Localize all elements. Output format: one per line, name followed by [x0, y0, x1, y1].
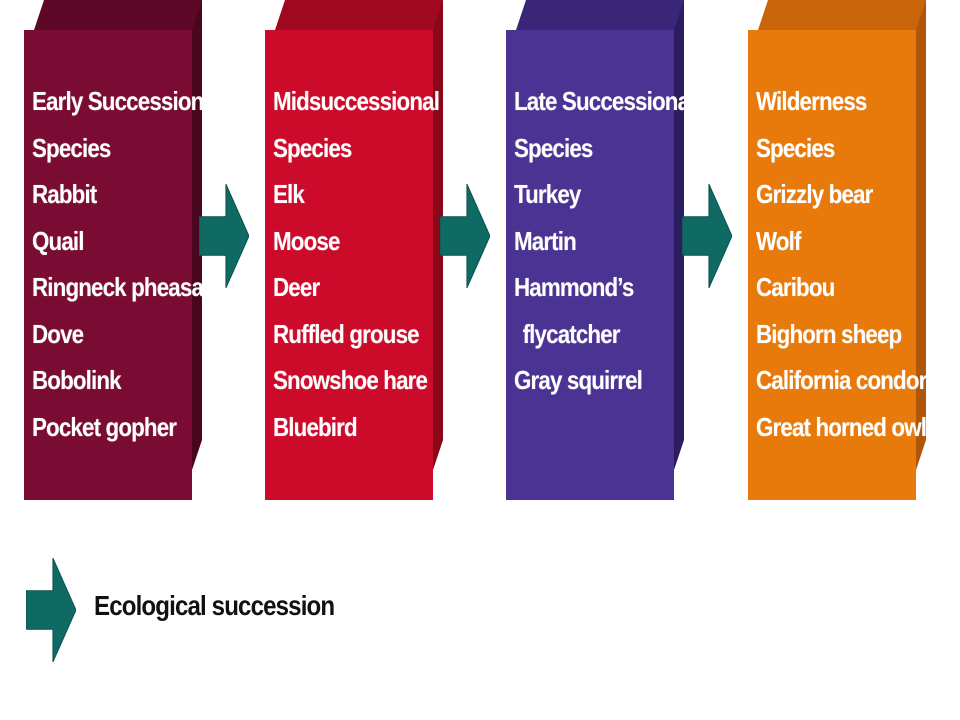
stage-title-line: Late Successional — [514, 86, 695, 116]
species-item: Moose — [273, 225, 340, 256]
species-item: Martin — [514, 225, 577, 256]
stage-title-line: Species — [273, 132, 352, 163]
stage-title-line: Species — [756, 132, 835, 163]
stage-box-side-face — [674, 0, 684, 470]
species-item: Dove — [32, 318, 84, 349]
species-item: Hammond’s — [514, 272, 634, 302]
species-item: Bighorn sheep — [756, 318, 902, 349]
species-item: Bluebird — [273, 411, 358, 442]
species-item: Deer — [273, 272, 320, 302]
species-item: Bobolink — [32, 365, 122, 395]
species-item: Ruffled grouse — [273, 318, 420, 349]
stage-title-line: Early Successional — [32, 86, 221, 116]
stage-box-top-face — [34, 0, 202, 30]
species-item: California condor — [756, 365, 927, 395]
arrow-right-icon — [440, 183, 490, 289]
species-item: Caribou — [756, 272, 835, 302]
stage-title-line: Species — [514, 132, 593, 163]
species-item: Pocket gopher — [32, 411, 177, 442]
species-item: Ringneck pheasant — [32, 272, 223, 302]
species-item: Grizzly bear — [756, 179, 873, 209]
species-item: Gray squirrel — [514, 365, 643, 395]
stage-box-side-face — [916, 0, 926, 470]
species-item: Wolf — [756, 225, 801, 256]
stage-title-line: Wilderness — [756, 86, 867, 116]
stage-box-top-face — [758, 0, 926, 30]
arrow-right-icon — [682, 183, 732, 289]
arrow-right-icon — [199, 183, 249, 289]
legend-arrow-icon — [26, 557, 76, 663]
species-item: Elk — [273, 179, 305, 209]
species-item: flycatcher — [522, 318, 621, 349]
species-item: Great horned owl — [756, 411, 927, 442]
stage-box-top-face — [275, 0, 443, 30]
species-item: Turkey — [514, 179, 581, 209]
legend-label: Ecological succession — [94, 590, 335, 621]
stage-title-line: Midsuccessional — [273, 86, 440, 116]
species-item: Quail — [32, 225, 84, 256]
stage-box-side-face — [192, 0, 202, 470]
stage-title-line: Species — [32, 132, 111, 163]
stage-box-side-face — [433, 0, 443, 470]
species-item: Snowshoe hare — [273, 365, 428, 395]
stage-box-top-face — [516, 0, 684, 30]
species-item: Rabbit — [32, 179, 97, 209]
